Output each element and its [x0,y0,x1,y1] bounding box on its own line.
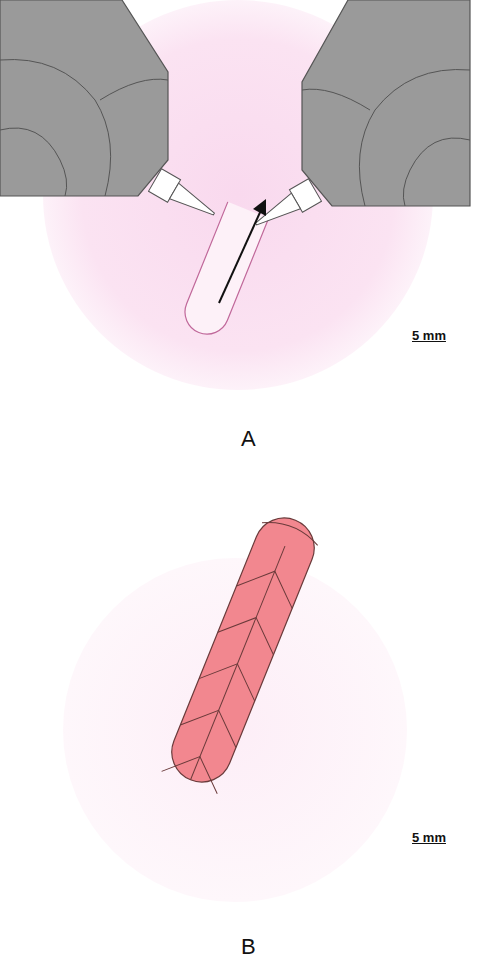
panel-letter: B [241,934,256,960]
channel-slot [178,202,268,341]
printed-rod [162,509,324,794]
scale-bar: 5 mm [412,328,446,343]
panel-letter: A [241,426,256,452]
direction-arrow [219,199,266,303]
nozzle-left [0,0,220,225]
nozzle-right [250,0,470,235]
scale-bar: 5 mm [412,830,446,845]
